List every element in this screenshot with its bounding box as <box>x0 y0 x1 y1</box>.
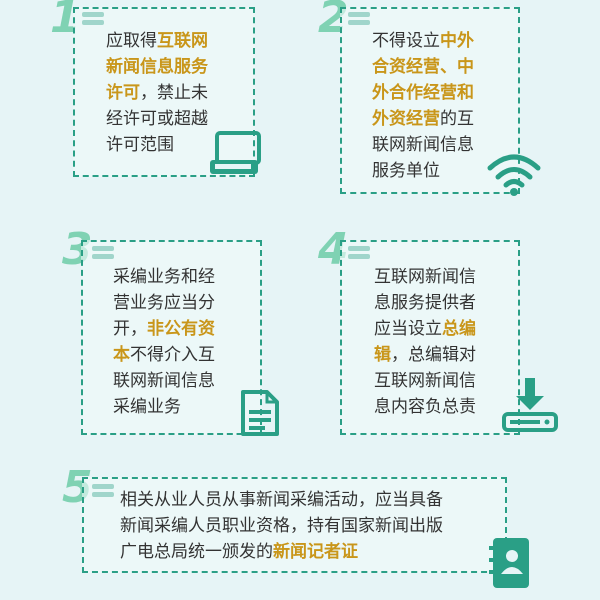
text-line: 外合作经营和 <box>372 80 517 106</box>
body-text: 采编业务和经 <box>113 267 215 287</box>
highlight-text: 新闻记者证 <box>273 542 358 562</box>
item-box-5 <box>82 477 507 573</box>
text-line: 服务单位 <box>372 158 517 184</box>
body-text: 互联网新闻信 <box>374 267 476 287</box>
item-text-5: 相关从业人员从事新闻采编活动，应当具备新闻采编人员职业资格，持有国家新闻出版广电… <box>120 487 505 565</box>
body-text: 新闻采编人员职业资格，持有国家新闻出版 <box>120 516 443 536</box>
item-box-3 <box>81 240 262 435</box>
body-text: 联网新闻信息 <box>372 135 474 155</box>
text-line: 经许可或超越 <box>106 106 251 132</box>
item-box-2 <box>340 7 520 194</box>
body-text: 的互 <box>440 109 474 129</box>
body-text: 互联网新闻信 <box>374 371 476 391</box>
item-text-4: 互联网新闻信息服务提供者应当设立总编辑，总编辑对互联网新闻信息内容负总责 <box>374 264 519 420</box>
item-box-1 <box>73 7 255 177</box>
highlight-text: 许可 <box>106 83 140 103</box>
highlight-text: 中外 <box>440 31 474 51</box>
text-line: 应当设立总编 <box>374 316 519 342</box>
body-text: 相关从业人员从事新闻采编活动，应当具备 <box>120 490 443 510</box>
body-text: ，总编辑对 <box>391 345 476 365</box>
item-text-3: 采编业务和经营业务应当分开，非公有资本不得介入互联网新闻信息采编业务 <box>113 264 258 420</box>
tablet-icon <box>210 131 261 174</box>
body-text: 不得介入互 <box>130 345 215 365</box>
text-line: 营业务应当分 <box>113 290 258 316</box>
highlight-text: 外资经营 <box>372 109 440 129</box>
highlight-text: 总编 <box>442 319 476 339</box>
body-text: ，禁止未 <box>140 83 208 103</box>
body-text: 不得设立 <box>372 31 440 51</box>
text-line: 联网新闻信息 <box>372 132 517 158</box>
text-line: 辑，总编辑对 <box>374 342 519 368</box>
body-text: 经许可或超越 <box>106 109 208 129</box>
text-line: 不得设立中外 <box>372 28 517 54</box>
text-line: 互联网新闻信 <box>374 264 519 290</box>
text-line: 本不得介入互 <box>113 342 258 368</box>
body-text: 营业务应当分 <box>113 293 215 313</box>
body-text: 服务单位 <box>372 161 440 181</box>
text-line: 息服务提供者 <box>374 290 519 316</box>
text-line: 互联网新闻信 <box>374 368 519 394</box>
text-line: 合资经营、中 <box>372 54 517 80</box>
download-icon <box>502 378 558 432</box>
item-box-4 <box>340 240 520 435</box>
text-line: 应取得互联网 <box>106 28 251 54</box>
item-text-1: 应取得互联网新闻信息服务许可，禁止未经许可或超越许可范围 <box>106 28 251 158</box>
body-text: 息内容负总责 <box>374 397 476 417</box>
text-line: 新闻信息服务 <box>106 54 251 80</box>
highlight-text: 新闻信息服务 <box>106 57 208 77</box>
text-line: 开，非公有资 <box>113 316 258 342</box>
highlight-text: 本 <box>113 345 130 365</box>
text-line: 息内容负总责 <box>374 394 519 420</box>
highlight-text: 互联网 <box>157 31 208 51</box>
text-line: 相关从业人员从事新闻采编活动，应当具备 <box>120 487 505 513</box>
highlight-text: 非公有资 <box>147 319 215 339</box>
wifi-icon <box>487 154 541 196</box>
document-icon <box>241 390 279 436</box>
body-text: 联网新闻信息 <box>113 371 215 391</box>
highlight-text: 合资经营、中 <box>372 57 474 77</box>
text-line: 许可，禁止未 <box>106 80 251 106</box>
item-text-2: 不得设立中外合资经营、中外合作经营和外资经营的互联网新闻信息服务单位 <box>372 28 517 184</box>
text-line: 广电总局统一颁发的新闻记者证 <box>120 539 505 565</box>
body-text: 广电总局统一颁发的 <box>120 542 273 562</box>
body-text: 开， <box>113 319 147 339</box>
body-text: 应取得 <box>106 31 157 51</box>
body-text: 应当设立 <box>374 319 442 339</box>
text-line: 新闻采编人员职业资格，持有国家新闻出版 <box>120 513 505 539</box>
text-line: 采编业务和经 <box>113 264 258 290</box>
contact-book-icon <box>489 538 529 588</box>
body-text: 采编业务 <box>113 397 181 417</box>
text-line: 外资经营的互 <box>372 106 517 132</box>
text-line: 联网新闻信息 <box>113 368 258 394</box>
highlight-text: 外合作经营和 <box>372 83 474 103</box>
body-text: 许可范围 <box>106 135 174 155</box>
body-text: 息服务提供者 <box>374 293 476 313</box>
text-line: 采编业务 <box>113 394 258 420</box>
highlight-text: 辑 <box>374 345 391 365</box>
text-line: 许可范围 <box>106 132 251 158</box>
